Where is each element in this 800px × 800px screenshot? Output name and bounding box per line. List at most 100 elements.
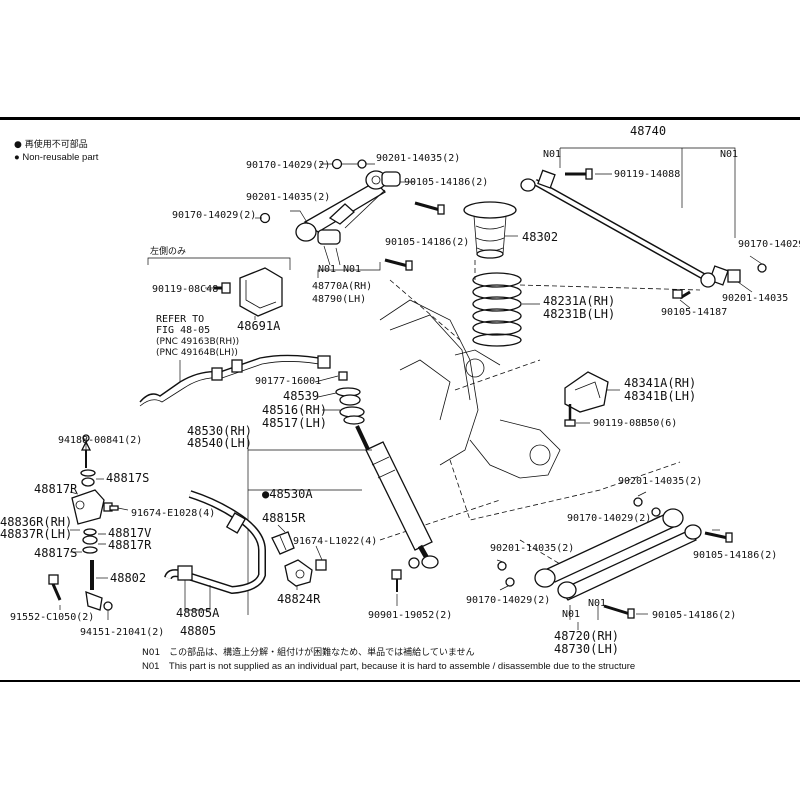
stabilizer-link-parts[interactable] [71, 440, 105, 611]
label-48770A: 48770A(RH) [312, 281, 372, 292]
label-48231B: 48231B(LH) [543, 307, 615, 321]
bolt-94188-00841[interactable] [82, 434, 90, 442]
label-48805: 48805 [180, 624, 216, 638]
bolt-90105-14186-bottom-right[interactable] [704, 531, 733, 543]
label-n01-lower-arm-b: N01 [588, 598, 606, 609]
label-48302: 48302 [522, 230, 558, 244]
label-90170-14029-top: 90170-14029(2) [246, 160, 330, 171]
bracket-48824R[interactable] [284, 559, 313, 587]
label-n01-upper-arm-a: N01 [318, 264, 336, 275]
label-91552-C1050: 91552-C1050(2) [10, 612, 94, 623]
label-refer-to: REFER TO [156, 314, 204, 325]
label-48815R: 48815R [262, 511, 306, 525]
label-pnc-49164B: (PNC 49164B(LH)) [156, 348, 238, 358]
label-48836R: 48836R(RH) [0, 515, 72, 529]
bolt-90119-14088[interactable] [565, 168, 593, 180]
label-90201-14035-bottom-right: 90201-14035(2) [618, 476, 702, 487]
bottom-frame-border [0, 679, 800, 682]
label-90119-08C48: 90119-08C48 [152, 284, 218, 295]
label-90170-14029-bottom-left: 90170-14029(2) [466, 595, 550, 606]
label-48517: 48517(LH) [262, 416, 327, 430]
bracket-48691A[interactable] [239, 267, 283, 317]
bushing-48815R[interactable] [271, 531, 295, 555]
footnote-en: N01 This part is not supplied as an indi… [142, 661, 635, 672]
nut-94151-21041[interactable] [103, 601, 113, 611]
label-48540: 48540(LH) [187, 436, 252, 450]
label-90201-14035-mid: 90201-14035(2) [246, 192, 330, 203]
label-90105-14187: 90105-14187 [661, 307, 727, 318]
nut-91674-E1028[interactable] [103, 502, 119, 512]
label-48817R-b: 48817R [108, 538, 152, 552]
bolt-90105-14186-top[interactable] [414, 201, 445, 215]
label-90201-14035-right: 90201-14035 [722, 293, 788, 304]
label-90105-14186-bottom-right: 90105-14186(2) [693, 550, 777, 561]
label-n01-lateral-a: N01 [543, 149, 561, 160]
label-48817S-b: 48817S [34, 546, 77, 560]
label-94151-21041: 94151-21041(2) [80, 627, 164, 638]
label-48790: 48790(LH) [312, 294, 366, 305]
label-fig-48-05: FIG 48-05 [156, 325, 210, 336]
label-48231A: 48231A(RH) [543, 294, 615, 308]
label-left-side-only: 左側のみ [150, 245, 186, 257]
label-90170-14029-right: 90170-14029 [738, 239, 800, 250]
label-48341B: 48341B(LH) [624, 389, 696, 403]
label-48802: 48802 [110, 571, 146, 585]
label-48720: 48720(RH) [554, 629, 619, 643]
bolt-90105-14186-mid[interactable] [384, 258, 413, 271]
label-48530A: ●48530A [262, 487, 313, 501]
lower-control-arm-48720[interactable] [534, 508, 702, 601]
label-90105-14186-mid: 90105-14186(2) [385, 237, 469, 248]
label-90105-14186-bottom-left: 90105-14186(2) [652, 610, 736, 621]
label-48341A: 48341A(RH) [624, 376, 696, 390]
nut-90170-14029-top[interactable] [331, 158, 343, 170]
label-90201-14035-top: 90201-14035(2) [376, 153, 460, 164]
label-n01-lateral-b: N01 [720, 149, 738, 160]
bracket-48341A[interactable] [564, 371, 609, 413]
label-48824R: 48824R [277, 592, 321, 606]
label-48730: 48730(LH) [554, 642, 619, 656]
label-48817R-a: 48817R [34, 482, 78, 496]
label-48837R: 48837R(LH) [0, 527, 72, 541]
bolt-91552-C1050[interactable] [48, 574, 62, 601]
bolt-90119-08B50[interactable] [564, 404, 576, 427]
rear-axle-housing [379, 299, 561, 479]
footnote-jp: N01 この部品は、構造上分解・組付けが困難なため、単品では補給していません [142, 646, 475, 658]
label-48817V: 48817V [108, 526, 151, 540]
washer-90201-14035-bottom-left[interactable] [497, 561, 507, 571]
washer-90201-14035-right[interactable] [727, 269, 741, 283]
label-48817S-a: 48817S [106, 471, 149, 485]
bolt-90105-14186-bottom-left[interactable] [603, 604, 635, 619]
label-90119-14088: 90119-14088 [614, 169, 680, 180]
brake-hose-reference[interactable] [139, 354, 331, 407]
washer-90201-14035-top[interactable] [357, 159, 367, 169]
upper-control-arm-48770A[interactable] [295, 170, 401, 245]
label-90170-14029-mid: 90170-14029(2) [172, 210, 256, 221]
legend-en: ● Non-reusable part [14, 152, 99, 163]
label-48516: 48516(RH) [262, 403, 327, 417]
bolt-90119-08C48[interactable] [214, 282, 231, 294]
nut-90170-14029-bottom-right[interactable] [651, 507, 661, 517]
washer-90201-14035-bottom-right[interactable] [633, 497, 643, 507]
label-90201-14035-bottom-left: 90201-14035(2) [490, 543, 574, 554]
label-pnc-49163B: (PNC 49163B(RH)) [156, 337, 239, 347]
nut-90170-14029-right[interactable] [757, 263, 767, 273]
coil-spring-48231A[interactable] [472, 272, 522, 347]
nut-90170-14029-bottom-left[interactable] [505, 577, 515, 587]
label-90177-16001: 90177-16001 [255, 376, 321, 387]
shock-upper-mount-parts[interactable] [335, 371, 365, 425]
label-48805A: 48805A [176, 606, 220, 620]
shock-absorber-48530[interactable] [355, 425, 439, 569]
label-91674-L1022: 91674-L1022(4) [293, 536, 377, 547]
stabilizer-bar-48805A[interactable] [164, 490, 266, 595]
nut-91674-L1022[interactable] [315, 559, 327, 571]
top-frame-border [0, 117, 800, 120]
label-91674-E1028: 91674-E1028(4) [131, 508, 215, 519]
label-48691A: 48691A [237, 319, 281, 333]
label-90170-14029-bottom-right: 90170-14029(2) [567, 513, 651, 524]
bolt-90901-19052[interactable] [391, 569, 402, 592]
bump-stopper-48302[interactable] [463, 201, 517, 259]
label-n01-upper-arm-b: N01 [343, 264, 361, 275]
lateral-rod-48740[interactable] [520, 169, 729, 288]
bolt-90105-14187[interactable] [672, 289, 691, 300]
label-48740: 48740 [630, 124, 666, 138]
